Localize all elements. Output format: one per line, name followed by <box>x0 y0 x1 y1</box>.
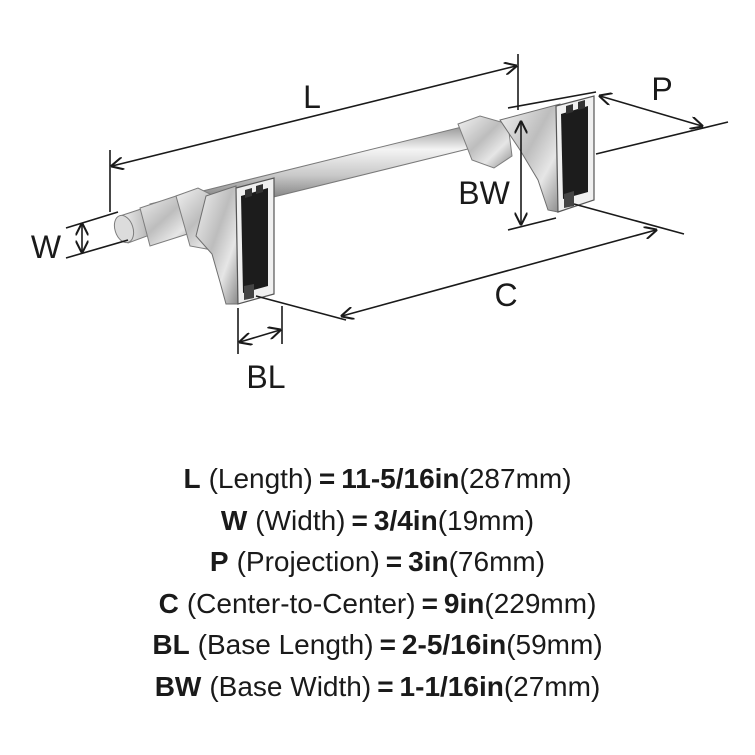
spec-abbr: L <box>183 463 201 494</box>
spec-row-base-width: BW(Base Width)=1-1/16in(27mm) <box>0 666 755 708</box>
spec-metric-value: (27mm) <box>503 670 601 702</box>
spec-row-length: L(Length)=11-5/16in(287mm) <box>0 458 755 500</box>
P-extension-front <box>595 121 729 155</box>
spec-metric-value: (59mm) <box>506 629 603 660</box>
spec-name: (Base Width) <box>209 670 372 702</box>
L-dimension-line <box>112 66 516 166</box>
spec-imperial-value: 3in <box>408 546 449 577</box>
spec-name: (Base Length) <box>197 629 374 660</box>
BL-dimension-line <box>240 330 280 342</box>
dimension-labels: L W P BW C BL <box>31 71 673 395</box>
dimension-spec-list: L(Length)=11-5/16in(287mm) W(Width)=3/4i… <box>0 458 755 707</box>
P-extension-back <box>507 91 597 109</box>
P-dimension-line <box>600 96 702 126</box>
spec-name: (Projection) <box>236 546 380 577</box>
spec-imperial-value: 9in <box>443 587 485 619</box>
spec-row-width: W(Width)=3/4in(19mm) <box>0 500 755 542</box>
spec-equals: = <box>377 670 394 702</box>
spec-imperial-value: 2-5/16in <box>401 629 507 660</box>
spec-row-projection: P(Projection)=3in(76mm) <box>0 541 755 583</box>
spec-equals: = <box>318 463 336 494</box>
W-extension-bottom <box>65 239 129 259</box>
label-W: W <box>31 229 62 265</box>
spec-abbr: C <box>158 587 179 619</box>
spec-metric-value: (19mm) <box>437 504 535 536</box>
spec-name: (Center-to-Center) <box>186 587 416 619</box>
spec-abbr: W <box>220 504 248 536</box>
spec-abbr: BL <box>152 629 190 660</box>
BW-extension-bottom <box>507 217 557 231</box>
C-dimension-line <box>342 230 656 316</box>
spec-name: (Length) <box>208 463 313 494</box>
spec-equals: = <box>379 629 396 660</box>
dimension-lines <box>65 54 729 354</box>
spec-imperial-value: 11-5/16in <box>341 463 460 494</box>
label-BW: BW <box>458 175 510 211</box>
spec-name: (Width) <box>255 504 346 536</box>
spec-metric-value: (76mm) <box>448 546 546 577</box>
label-P: P <box>651 71 672 107</box>
spec-metric-value: (229mm) <box>484 587 597 619</box>
spec-abbr: BW <box>154 670 202 702</box>
C-extension-right <box>573 203 685 235</box>
spec-row-base-length: BL(Base Length)=2-5/16in(59mm) <box>0 624 755 666</box>
left-mounting-base <box>235 177 275 305</box>
spec-equals: = <box>421 587 438 619</box>
label-C: C <box>494 277 517 313</box>
spec-equals: = <box>351 504 368 536</box>
spec-equals: = <box>385 546 403 577</box>
spec-row-center-to-center: C(Center-to-Center)=9in(229mm) <box>0 583 755 625</box>
label-BL: BL <box>246 359 285 395</box>
label-L: L <box>303 79 321 115</box>
spec-imperial-value: 1-1/16in <box>399 670 504 702</box>
W-extension-top <box>65 211 119 229</box>
spec-imperial-value: 3/4in <box>373 504 438 536</box>
spec-abbr: P <box>209 546 229 577</box>
right-mounting-base <box>555 95 595 213</box>
spec-metric-value: (287mm) <box>459 463 572 494</box>
C-extension-left <box>255 295 347 321</box>
dimension-drawing: L W P BW C BL <box>31 54 729 395</box>
